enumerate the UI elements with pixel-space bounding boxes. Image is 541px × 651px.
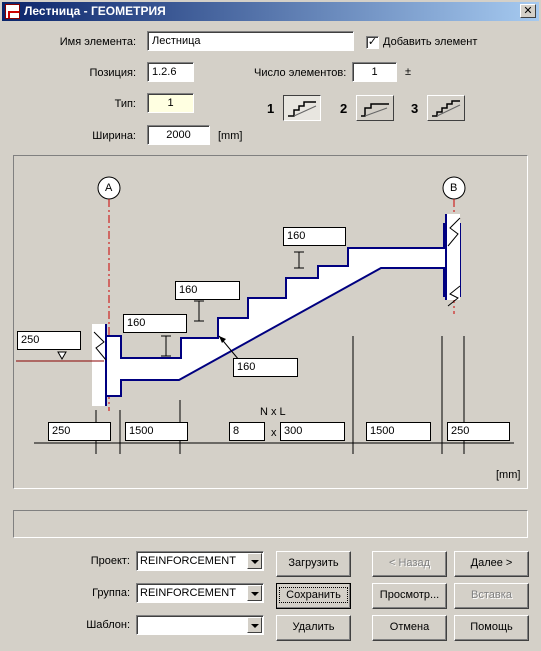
group-value: REINFORCEMENT <box>140 587 236 599</box>
group-label: Группа: <box>92 587 130 599</box>
back-button[interactable]: < Назад <box>372 551 447 577</box>
project-combobox[interactable]: REINFORCEMENT <box>136 551 264 571</box>
type-3-number: 3 <box>411 101 419 116</box>
axis-b-label: B <box>450 182 458 194</box>
window-title: Лестница - ГЕОМЕТРИЯ <box>24 4 166 18</box>
group-combobox[interactable]: REINFORCEMENT <box>136 583 264 603</box>
stair-drawing-canvas: A B 160 160 160 160 250 N x L 250 1500 8… <box>13 155 528 489</box>
dim-left-landing-input[interactable]: 250 <box>48 422 111 441</box>
chevron-down-icon[interactable] <box>247 585 262 601</box>
width-label: Ширина: <box>92 130 136 142</box>
type-1-button[interactable] <box>283 95 321 121</box>
preview-button[interactable]: Просмотр... <box>372 583 447 609</box>
project-label: Проект: <box>90 555 130 567</box>
next-button[interactable]: Далее > <box>454 551 529 577</box>
chevron-down-icon[interactable] <box>247 553 262 569</box>
axis-a-label: A <box>105 182 113 194</box>
step-count-input[interactable]: 8 <box>229 422 265 441</box>
width-unit: [mm] <box>218 130 243 142</box>
left-break-mark <box>93 331 107 361</box>
slab-thickness-input[interactable]: 160 <box>233 358 298 377</box>
app-icon <box>5 4 20 19</box>
level-input[interactable]: 250 <box>17 331 81 350</box>
step-height-top-input[interactable]: 160 <box>283 227 346 246</box>
left-wall <box>92 324 106 406</box>
step-height-low-input[interactable]: 160 <box>123 314 187 333</box>
type-label: Тип: <box>114 98 136 110</box>
count-input[interactable]: 1 <box>352 62 397 82</box>
name-label: Имя элемента: <box>59 36 136 48</box>
add-element-checkbox[interactable]: ✓ <box>366 36 379 49</box>
stair-type-3-icon <box>432 100 461 117</box>
count-label: Число элементов: <box>254 67 347 79</box>
template-combobox[interactable] <box>136 615 264 635</box>
name-input[interactable]: Лестница <box>147 31 354 51</box>
stair-body <box>93 223 461 397</box>
cancel-button[interactable]: Отмена <box>372 615 447 641</box>
help-button[interactable]: Помощь <box>454 615 529 641</box>
dim-left-span-input[interactable]: 1500 <box>125 422 188 441</box>
count-stepper[interactable]: ± <box>405 66 412 78</box>
close-button[interactable]: ✕ <box>520 4 536 18</box>
save-button-label: Сохранить <box>279 587 348 603</box>
position-label: Позиция: <box>89 67 136 79</box>
stair-type-1-icon <box>288 101 317 117</box>
load-button[interactable]: Загрузить <box>276 551 351 577</box>
stair-type-2-icon <box>361 103 389 117</box>
template-label: Шаблон: <box>86 619 130 631</box>
step-length-input[interactable]: 300 <box>280 422 345 441</box>
step-height-mid-input[interactable]: 160 <box>175 281 240 300</box>
type-1-number: 1 <box>267 101 275 116</box>
status-bar <box>13 510 528 538</box>
position-input[interactable]: 1.2.6 <box>147 62 194 82</box>
dim-right-landing-input[interactable]: 250 <box>447 422 510 441</box>
title-bar: Лестница - ГЕОМЕТРИЯ ✕ <box>2 2 539 21</box>
insert-button[interactable]: Вставка <box>454 583 529 609</box>
project-value: REINFORCEMENT <box>140 555 236 567</box>
type-3-button[interactable] <box>427 95 465 121</box>
type-input[interactable]: 1 <box>147 93 194 113</box>
times-sign: x <box>271 427 277 439</box>
type-2-button[interactable] <box>356 95 394 121</box>
nxl-label: N x L <box>260 406 286 418</box>
dim-right-span-input[interactable]: 1500 <box>366 422 431 441</box>
drawing-unit: [mm] <box>496 469 521 481</box>
stair-drawing <box>16 176 514 454</box>
chevron-down-icon[interactable] <box>247 617 262 633</box>
save-button[interactable]: Сохранить <box>276 583 351 609</box>
delete-button[interactable]: Удалить <box>276 615 351 641</box>
type-2-number: 2 <box>340 101 348 116</box>
width-input[interactable]: 2000 <box>147 125 210 145</box>
add-element-label: Добавить элемент <box>383 36 478 48</box>
